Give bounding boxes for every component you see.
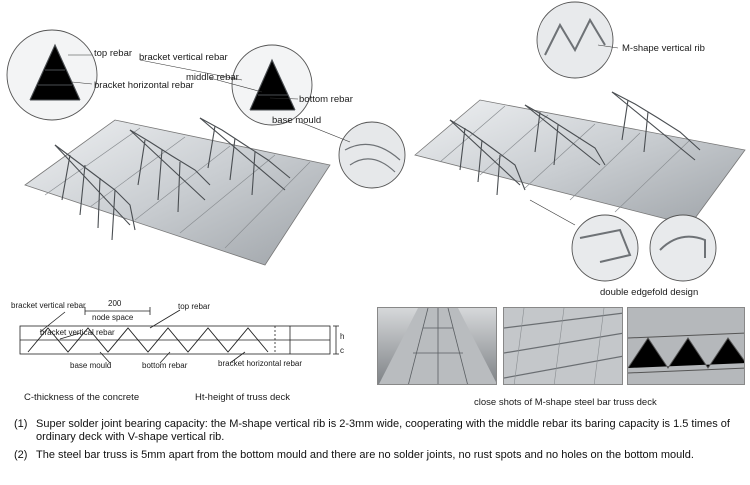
close-shot-photo-3 <box>627 307 745 385</box>
left-leader-lines <box>68 54 351 143</box>
left-truss-deck <box>24 117 331 266</box>
label-top-rebar: top rebar <box>94 48 133 59</box>
photos-caption: close shots of M-shape steel bar truss d… <box>474 397 657 408</box>
note-2-text: The steel bar truss is 5mm apart from th… <box>36 449 694 461</box>
section-label-bracket-vertical-rebar: bracket vertical rebar <box>11 301 86 310</box>
note-1-text: Super solder joint bearing capacity: the… <box>36 418 730 443</box>
section-label-dimension: 200 <box>108 299 122 308</box>
section-dim-h: h <box>340 332 345 341</box>
section-label-node-space: node space <box>92 313 134 322</box>
photo-2-illustration <box>504 308 622 384</box>
note-2-number: (2) <box>14 449 28 461</box>
left-deck-panel <box>24 119 331 266</box>
note-1-number: (1) <box>14 418 28 430</box>
close-shot-photo-1 <box>377 307 497 385</box>
section-label-bracket-vertical-rebar-2: bracket vertical rebar <box>40 328 115 337</box>
label-base-mould: base mould <box>272 115 322 126</box>
section-dim-c: c <box>340 346 344 355</box>
photo-1-illustration <box>378 308 496 384</box>
caption-concrete-thickness: C-thickness of the concrete <box>24 392 140 403</box>
label-bottom-rebar: bottom rebar <box>299 94 353 105</box>
section-label-top-rebar: top rebar <box>178 302 211 311</box>
left-trusses <box>54 117 291 241</box>
label-double-edgefold-design: double edgefold design <box>600 287 699 298</box>
photo-3-illustration <box>628 308 744 384</box>
label-m-shape-vertical-rib: M-shape vertical rib <box>622 43 705 54</box>
edgefold-detail-2 <box>649 214 717 282</box>
label-bracket-horizontal-rebar: bracket horizontal rebar <box>94 80 194 91</box>
section-label-bracket-horizontal-rebar: bracket horizontal rebar <box>218 359 303 368</box>
section-label-base-mould: base mould <box>70 361 112 370</box>
section-label-bottom-rebar: bottom rebar <box>142 361 188 370</box>
left-detail-circles <box>6 29 406 189</box>
label-middle-rebar: middle rebar <box>186 72 239 83</box>
detail-circle-left-3 <box>338 121 406 189</box>
right-deck-panel <box>414 99 746 226</box>
note-2: (2) The steel bar truss is 5mm apart fro… <box>14 449 740 462</box>
close-shot-photo-2 <box>503 307 623 385</box>
right-truss-deck <box>414 1 746 282</box>
truss-section-diagram <box>19 307 339 364</box>
m-shape-rib-detail <box>536 1 614 79</box>
note-1: (1) Super solder joint bearing capacity:… <box>14 418 740 444</box>
label-bracket-vertical-rebar: bracket vertical rebar <box>139 52 228 63</box>
section-zigzag <box>27 327 269 353</box>
caption-truss-height: Ht-height of truss deck <box>195 392 291 403</box>
